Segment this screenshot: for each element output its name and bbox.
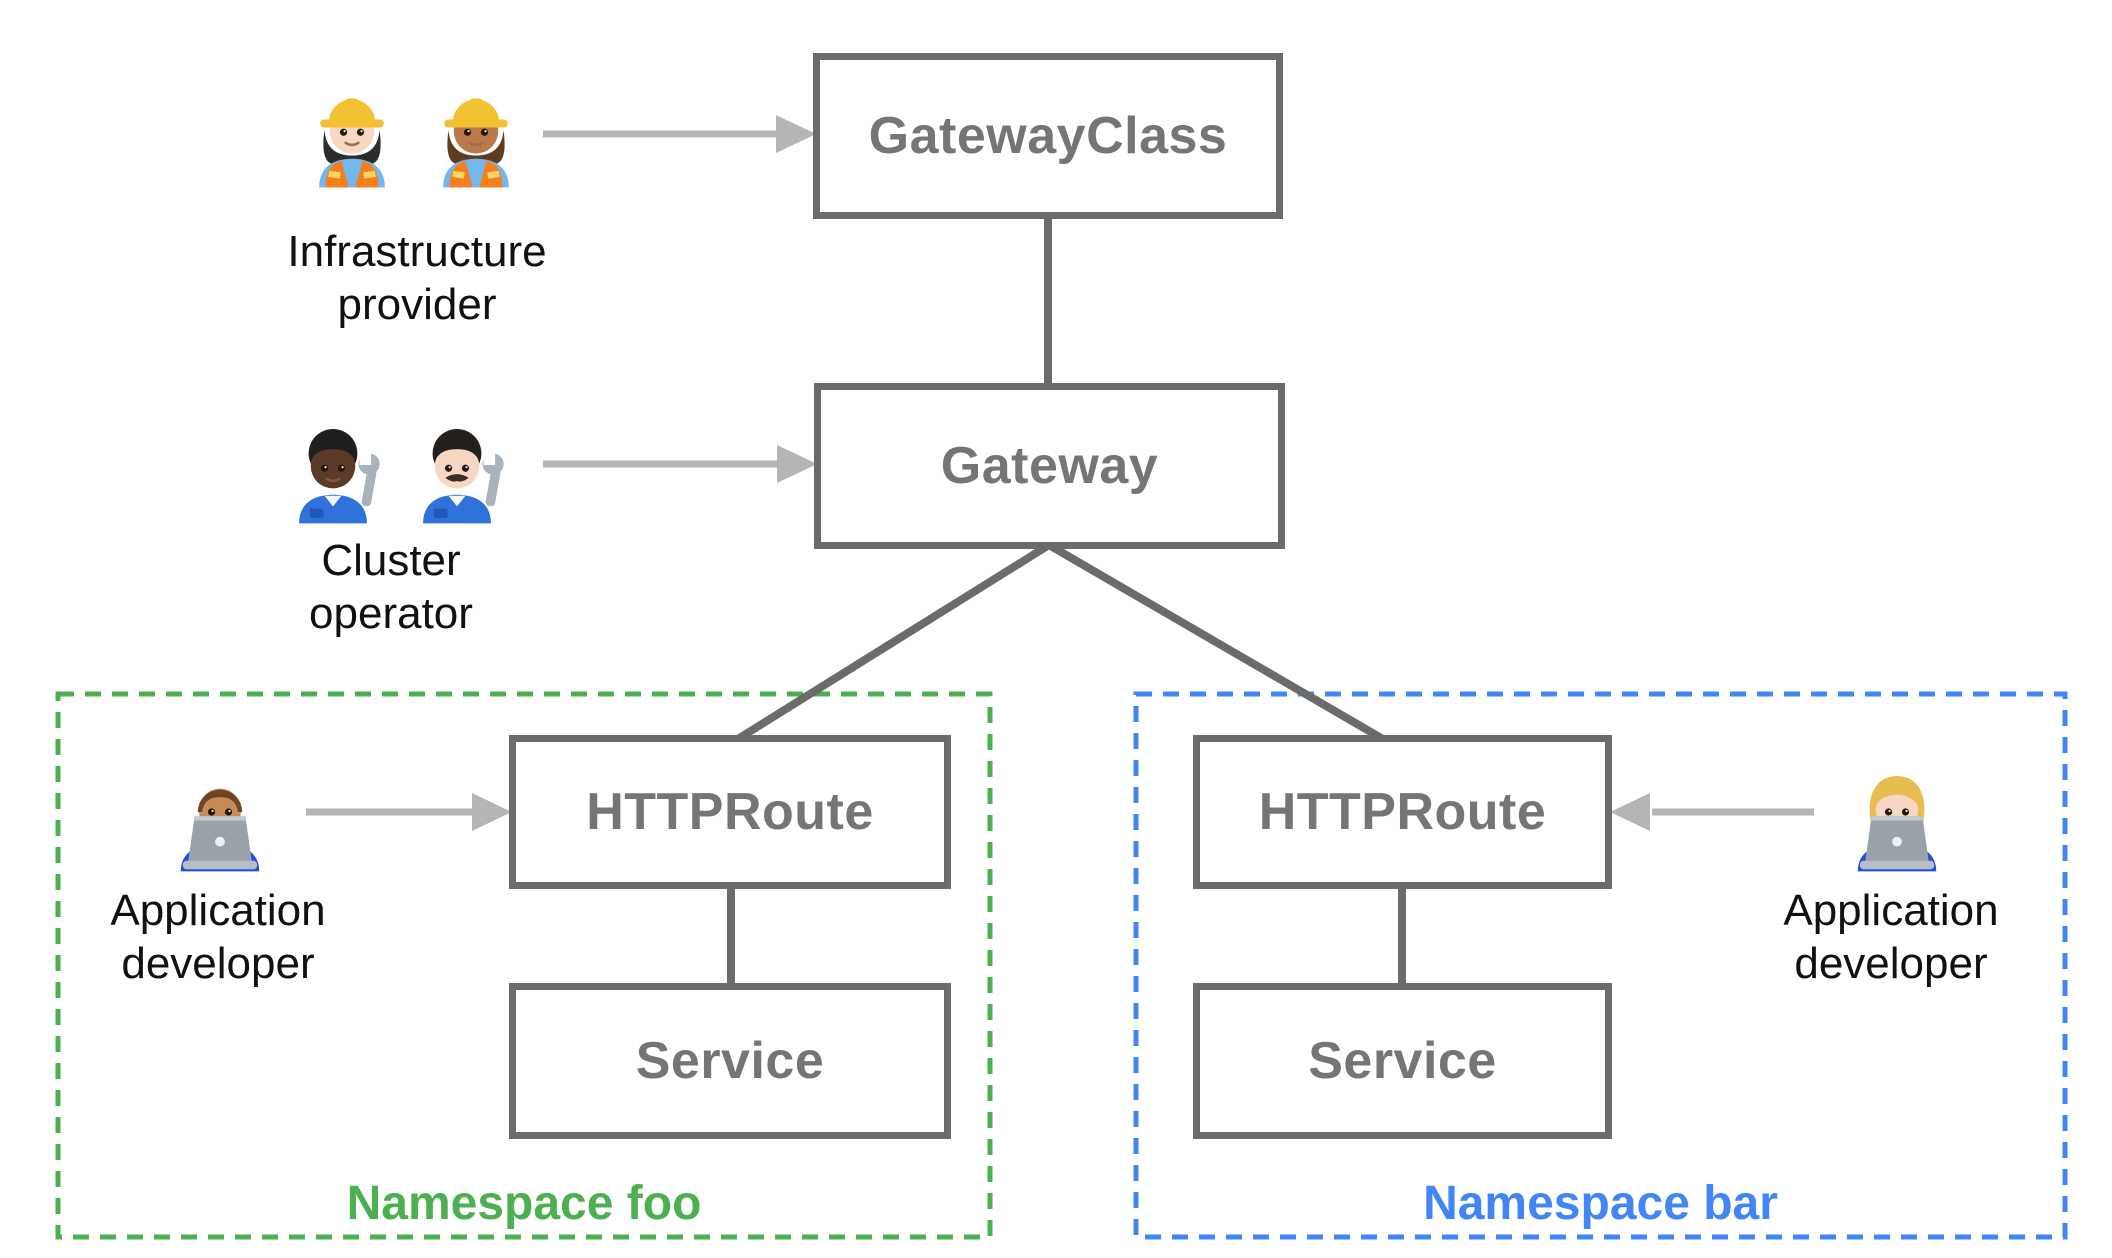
edge-gateway-httproute-bar xyxy=(1046,541,1391,746)
app-developer-bar-emoji-row xyxy=(1844,752,1950,872)
app-developer-bar-label: Application developer xyxy=(1641,884,2112,990)
namespace-bar-label: Namespace bar xyxy=(1423,1177,1778,1230)
node-httproute-foo-label: HTTPRoute xyxy=(586,783,874,841)
node-httproute-foo: HTTPRoute xyxy=(509,735,951,889)
arrow-infrastructure-provider-to-gatewayclass xyxy=(543,115,816,153)
node-gatewayclass: GatewayClass xyxy=(813,53,1283,219)
namespace-bar-boundary xyxy=(1133,691,2068,1240)
cluster-operator-emojis xyxy=(280,404,510,524)
label-line: developer xyxy=(1794,939,1988,988)
app-developer-foo-emoji-row xyxy=(167,752,273,872)
infrastructure-provider-emojis xyxy=(299,68,529,188)
node-gateway-label: Gateway xyxy=(940,437,1159,495)
label-line: operator xyxy=(309,589,473,638)
node-service-foo-label: Service xyxy=(635,1032,825,1090)
node-service-bar: Service xyxy=(1193,983,1612,1139)
arrow-app-developer-to-httproute-foo xyxy=(306,793,512,831)
namespace-foo-label: Namespace foo xyxy=(346,1177,702,1230)
arrow-head xyxy=(1610,793,1650,831)
man-mechanic-light-emoji xyxy=(404,404,510,524)
arrow-app-developer-to-httproute-bar xyxy=(1610,793,1814,831)
arrow-cluster-operator-to-gateway xyxy=(543,445,817,483)
cluster-operator-label: Cluster operator xyxy=(141,534,641,640)
arrow-head xyxy=(776,115,816,153)
node-gatewayclass-label: GatewayClass xyxy=(868,107,1228,165)
node-httproute-bar-label: HTTPRoute xyxy=(1258,783,1547,841)
label-line: developer xyxy=(121,939,315,988)
node-service-foo: Service xyxy=(509,983,951,1139)
node-service-bar-label: Service xyxy=(1308,1032,1497,1090)
label-line: Infrastructure xyxy=(287,227,547,276)
label-line: Cluster xyxy=(321,536,461,585)
infrastructure-provider-label: Infrastructure provider xyxy=(167,225,667,331)
edge-gateway-httproute-foo xyxy=(730,541,1052,746)
woman-construction-worker-light-emoji xyxy=(299,68,405,188)
node-httproute-bar: HTTPRoute xyxy=(1193,735,1612,889)
man-technologist-medium-emoji xyxy=(167,752,273,872)
label-line: Application xyxy=(1783,886,1999,935)
arrow-head xyxy=(777,445,817,483)
app-developer-foo-label: Application developer xyxy=(0,884,468,990)
woman-technologist-blonde-emoji xyxy=(1844,752,1950,872)
arrow-head xyxy=(472,793,512,831)
label-line: provider xyxy=(337,280,497,329)
woman-construction-worker-medium-emoji xyxy=(423,68,529,188)
node-gateway: Gateway xyxy=(814,383,1285,549)
label-line: Application xyxy=(110,886,326,935)
mechanic-dark-emoji xyxy=(280,404,386,524)
namespace-foo-boundary xyxy=(55,691,993,1240)
